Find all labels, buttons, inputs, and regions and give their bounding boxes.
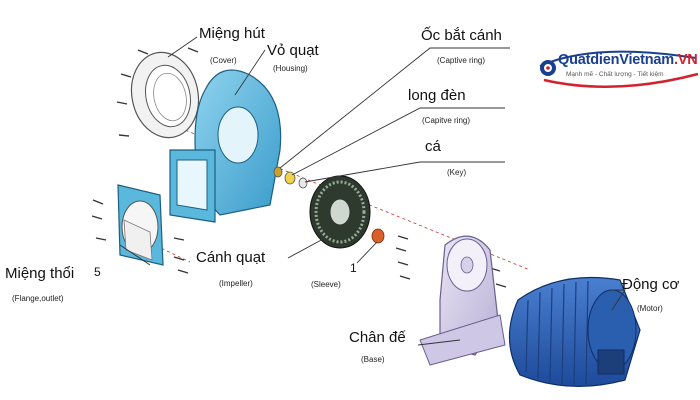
impeller-part (309, 175, 371, 249)
flange-bolts (91, 199, 189, 274)
brand-name-part3: .VN (674, 52, 698, 68)
motor-part (508, 276, 641, 388)
impeller-label-en: (Impeller) (219, 279, 253, 288)
motor-label-vi: Động cơ (622, 276, 680, 293)
housing-label-vi: Vỏ quạt (267, 42, 319, 59)
flange-label-en: (Flange,outlet) (12, 294, 64, 303)
washer-label-vi: long đèn (408, 87, 466, 104)
flange-label-vi: Miệng thổi (5, 265, 75, 282)
sleeve-callout-number: 1 (350, 261, 357, 275)
cover-part (130, 51, 200, 139)
cover-label-vi: Miệng hút (199, 25, 265, 42)
captive-nut-label-en: (Captive ring) (437, 56, 486, 65)
brand-logo: QuatdienVietnam.VN Mạnh mẽ - Chất lượng … (534, 44, 700, 96)
sleeve-label-en: (Sleeve) (311, 280, 341, 289)
base-bolts (395, 235, 507, 288)
base-part (419, 235, 506, 366)
brand-name-part1: Quat (558, 52, 591, 68)
base-label-en: (Base) (361, 355, 385, 364)
small-hardware (273, 166, 308, 189)
brand-tagline: Mạnh mẽ - Chất lượng - Tiết kiệm (566, 71, 664, 78)
impeller-label-vi: Cánh quạt (196, 249, 266, 266)
housing-label-en: (Housing) (273, 64, 308, 73)
key-label-en: (Key) (447, 168, 467, 177)
base-label-vi: Chân đế (349, 329, 406, 346)
cover-bolts (116, 47, 199, 137)
flange-callout-number: 5 (94, 265, 101, 279)
sleeve-part (371, 228, 385, 244)
brand-name-part2: dienVietnam (590, 52, 674, 68)
housing-part (169, 69, 282, 223)
cover-label-en: (Cover) (210, 56, 237, 65)
motor-label-en: (Motor) (637, 304, 663, 313)
leader-lines (119, 36, 626, 346)
key-label-vi: cá (425, 138, 441, 155)
washer-label-en: (Capitve ring) (422, 116, 471, 125)
flange-part (117, 184, 164, 266)
captive-nut-label-vi: Ốc bắt cánh (421, 27, 502, 44)
brand-name: QuatdienVietnam.VN (558, 52, 698, 68)
logo-swoosh-icon (539, 50, 699, 88)
